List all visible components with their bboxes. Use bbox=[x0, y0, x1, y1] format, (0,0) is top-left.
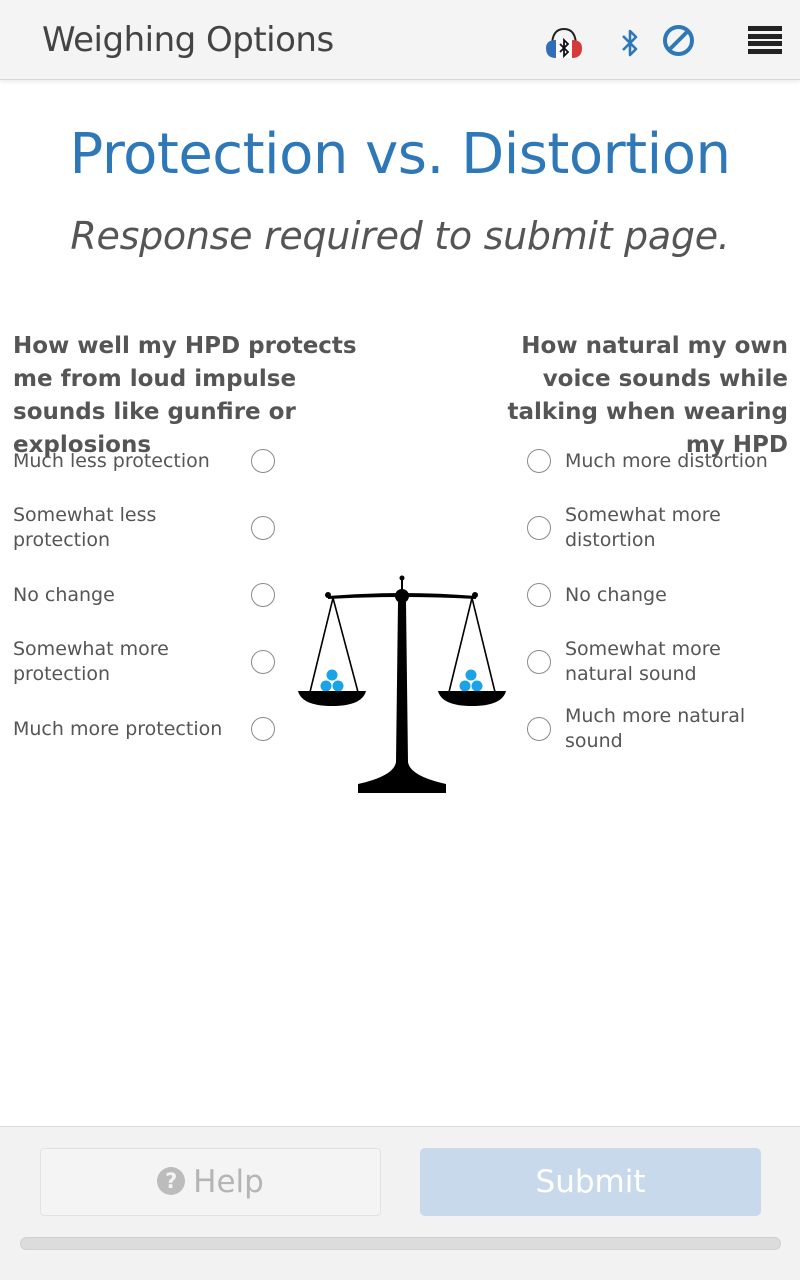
left-option-radio-2[interactable] bbox=[251, 516, 275, 540]
right-option-label: Somewhat more natural sound bbox=[565, 638, 721, 685]
left-option-label: Somewhat less protection bbox=[13, 504, 157, 551]
right-option-label: Much more natural sound bbox=[565, 705, 746, 752]
left-question: How well my HPD protects me from loud im… bbox=[13, 333, 357, 458]
headphones-bluetooth-icon[interactable] bbox=[544, 26, 584, 60]
no-entry-icon[interactable] bbox=[662, 24, 695, 57]
app-title: Weighing Options bbox=[42, 20, 334, 60]
help-label: Help bbox=[193, 1164, 264, 1200]
right-question: How natural my own voice sounds while ta… bbox=[507, 333, 788, 458]
menu-icon[interactable] bbox=[748, 26, 782, 56]
left-option-label: No change bbox=[13, 584, 115, 606]
left-option-label: Much more protection bbox=[13, 718, 223, 740]
right-option-radio-4[interactable] bbox=[527, 650, 551, 674]
page-title: Protection vs. Distortion bbox=[69, 122, 731, 187]
right-option-radio-1[interactable] bbox=[527, 449, 551, 473]
left-option-radio-4[interactable] bbox=[251, 650, 275, 674]
progress-bar bbox=[20, 1237, 781, 1250]
right-option-label: No change bbox=[565, 584, 667, 606]
left-option-label: Much less protection bbox=[13, 450, 210, 472]
left-option-radio-3[interactable] bbox=[251, 583, 275, 607]
question-circle-icon: ? bbox=[157, 1167, 186, 1195]
right-option-radio-3[interactable] bbox=[527, 583, 551, 607]
left-option-radio-1[interactable] bbox=[251, 449, 275, 473]
left-option-radio-5[interactable] bbox=[251, 717, 275, 741]
page-subtitle: Response required to submit page. bbox=[70, 214, 730, 258]
app-header: Weighing Options bbox=[0, 0, 800, 80]
right-option-label: Much more distortion bbox=[565, 450, 768, 472]
right-option-radio-5[interactable] bbox=[527, 717, 551, 741]
submit-button[interactable]: Submit bbox=[420, 1148, 761, 1216]
right-option-label: Somewhat more distortion bbox=[565, 504, 721, 551]
right-option-radio-2[interactable] bbox=[527, 516, 551, 540]
bluetooth-icon[interactable] bbox=[620, 28, 640, 58]
help-button[interactable]: ?Help bbox=[40, 1148, 381, 1216]
balance-scale-icon bbox=[298, 575, 506, 793]
footer-bar: ?Help Submit bbox=[0, 1126, 800, 1280]
left-option-label: Somewhat more protection bbox=[13, 638, 169, 685]
